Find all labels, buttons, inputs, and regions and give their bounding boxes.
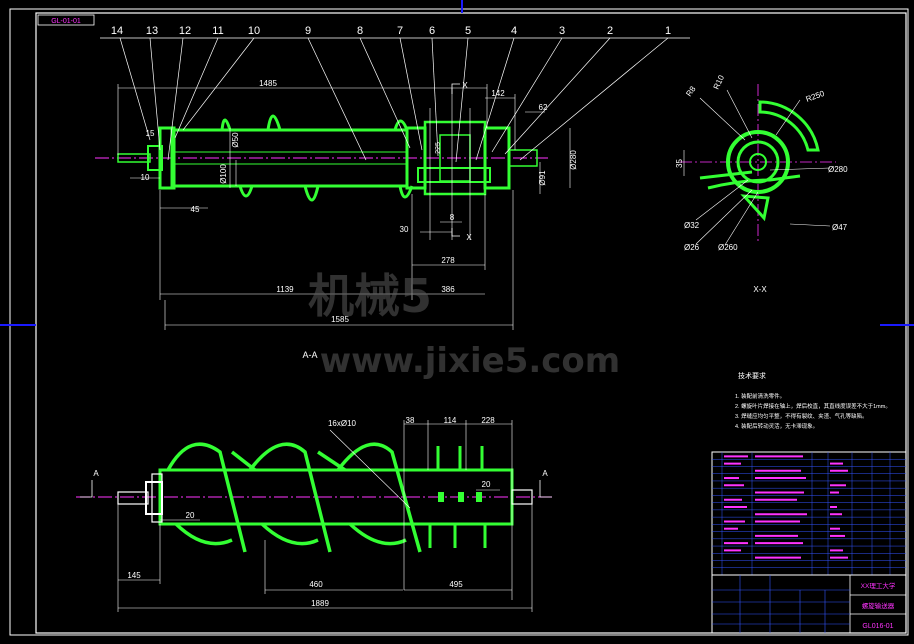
dim-386: 386 [441, 285, 455, 294]
balloon-2: 2 [607, 25, 613, 37]
watermark-cn: 机械5 [308, 269, 432, 323]
dim-1139: 1139 [276, 285, 294, 294]
dim-100: Ø100 [219, 164, 228, 184]
dim-62: 62 [539, 103, 548, 112]
balloon-1: 1 [665, 25, 671, 37]
drawing-name: 螺旋输送器 [862, 601, 895, 610]
dim-91: Ø91 [538, 170, 547, 186]
balloon-13: 13 [146, 25, 158, 37]
dim-225: 225 [435, 142, 442, 154]
dim-495: 495 [449, 580, 463, 589]
drawing-number: GL016-01 [862, 623, 893, 630]
tech-req-item-2: 2. 螺旋叶片焊接在轴上，焊后校直，其直线度误差不大于1mm。 [735, 402, 891, 410]
dim-260: Ø260 [718, 243, 738, 252]
section-label-aa: A-A [302, 350, 317, 360]
section-arrow-a-right: A [542, 469, 548, 478]
technical-requirements: 技术要求 1. 装配前清洗零件。 2. 螺旋叶片焊接在轴上，焊后校直，其直线度误… [735, 371, 891, 430]
front-view: A A 16xØ10 38 114 228 20 [76, 416, 552, 612]
dim-278: 278 [441, 256, 455, 265]
parts-list [711, 451, 907, 576]
dim-45: 45 [191, 205, 200, 214]
drawing-number-box [37, 14, 95, 26]
hole-note-16x10: 16xØ10 [328, 419, 357, 428]
dim-145: 145 [127, 571, 141, 580]
dim-35: 35 [675, 159, 684, 168]
drawing-frame [35, 12, 907, 634]
school-name: XX理工大学 [861, 581, 896, 590]
dim-20-right: 20 [482, 480, 491, 489]
outer-border [9, 8, 909, 636]
balloon-12: 12 [179, 25, 191, 37]
dim-142: 142 [491, 89, 505, 98]
balloon-5: 5 [465, 25, 471, 37]
dim-1485: 1485 [259, 79, 277, 88]
dim-114: 114 [444, 416, 457, 425]
tech-req-item-1: 1. 装配前清洗零件。 [735, 392, 785, 400]
dim-50: Ø50 [231, 132, 240, 148]
dim-30: 30 [400, 225, 409, 234]
tech-req-item-4: 4. 装配后转动灵活，无卡滞现象。 [735, 422, 818, 430]
side-view-label: X-X [753, 285, 767, 294]
watermark-url: www.jixie5.com [320, 341, 620, 381]
watermark: 机械5 www.jixie5.com [308, 269, 620, 381]
drawing-number-top: GL-01-01 [51, 18, 81, 25]
balloon-14: 14 [111, 25, 123, 37]
balloon-11: 11 [212, 25, 223, 37]
tech-req-item-3: 3. 焊缝应均匀平整，不得有裂纹、夹渣、气孔等缺陷。 [735, 412, 868, 420]
side-view: R8 R10 R250 Ø280 Ø47 Ø32 Ø26 Ø260 35 X-X [675, 73, 848, 294]
dim-280: Ø280 [569, 150, 578, 170]
section-mark-x-bottom: X [466, 233, 472, 242]
balloon-7: 7 [397, 25, 403, 37]
balloon-10: 10 [248, 25, 260, 37]
dim-1585: 1585 [331, 315, 349, 324]
dim-20-left: 20 [186, 511, 195, 520]
side-dim-280: Ø280 [828, 165, 848, 174]
dim-460: 460 [309, 580, 323, 589]
balloon-8: 8 [357, 25, 363, 37]
top-view: 14 13 12 11 10 9 8 7 6 5 4 3 2 1 [95, 25, 690, 360]
dim-8: 8 [450, 213, 455, 222]
title-block: XX理工大学 螺旋输送器 GL016-01 [711, 574, 907, 634]
dim-15: 15 [146, 129, 155, 138]
dim-32: Ø32 [684, 221, 700, 230]
dim-38: 38 [406, 416, 415, 425]
balloon-6: 6 [429, 25, 435, 37]
section-arrow-a-left: A [93, 469, 99, 478]
balloon-9: 9 [305, 25, 311, 37]
dim-228: 228 [481, 416, 495, 425]
balloon-4: 4 [511, 25, 517, 37]
tech-req-title: 技术要求 [738, 371, 766, 380]
dim-47: Ø47 [832, 223, 848, 232]
dim-1889: 1889 [311, 599, 329, 608]
section-mark-x-top: X [462, 81, 468, 90]
balloon-3: 3 [559, 25, 565, 37]
dim-10: 10 [141, 173, 150, 182]
dim-26: Ø26 [684, 243, 700, 252]
